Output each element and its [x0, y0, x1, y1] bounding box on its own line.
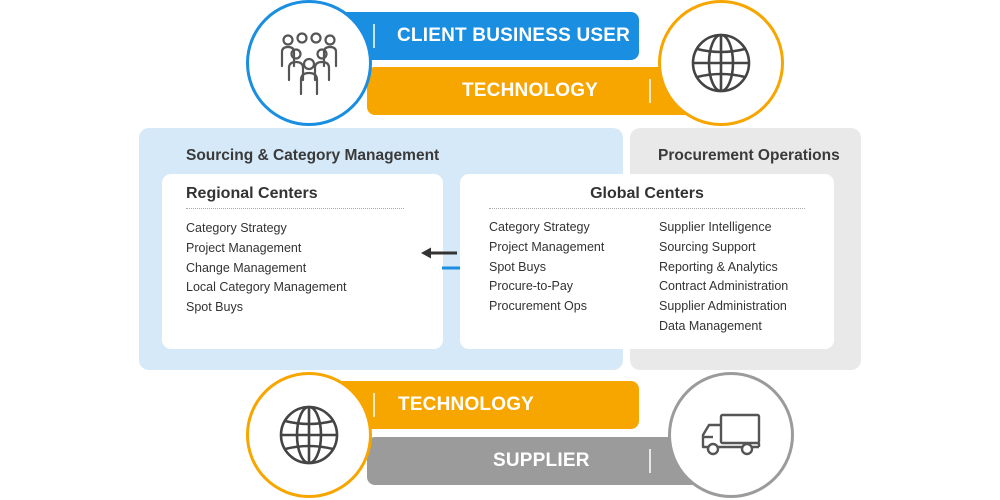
people-group-icon — [280, 32, 338, 96]
list-item: Local Category Management — [186, 280, 347, 295]
list-item: Contract Administration — [659, 279, 789, 294]
list-item: Procurement Ops — [489, 299, 587, 314]
globe-circle-bottom — [246, 372, 372, 498]
regional-centers-title: Regional Centers — [186, 185, 318, 202]
list-item: Reporting & Analytics — [659, 259, 778, 274]
globe-icon — [279, 405, 339, 465]
list-item: Data Management — [659, 318, 762, 333]
banner-divider — [373, 24, 375, 48]
regional-centers-card: Regional Centers Category Strategy Proje… — [162, 174, 443, 349]
global-centers-title: Global Centers — [590, 185, 704, 202]
list-item: Project Management — [186, 240, 302, 255]
list-item: Spot Buys — [489, 259, 546, 274]
technology-top-label: TECHNOLOGY — [462, 80, 599, 101]
operations-panel-title: Procurement Operations — [658, 147, 840, 164]
list-item: Project Management — [489, 239, 605, 254]
list-item: Procure-to-Pay — [489, 279, 574, 294]
regional-centers-list: Category Strategy Project Management Cha… — [186, 219, 347, 318]
list-item: Supplier Administration — [659, 299, 787, 314]
technology-top-banner: TECHNOLOGY — [367, 67, 699, 115]
dotted-divider — [186, 208, 404, 209]
supplier-label: SUPPLIER — [493, 450, 590, 471]
list-item: Spot Buys — [186, 300, 243, 315]
technology-bottom-label: TECHNOLOGY — [398, 394, 535, 415]
client-business-user-label: CLIENT BUSINESS USER — [397, 25, 631, 46]
dotted-divider — [489, 208, 805, 209]
banner-divider — [373, 393, 375, 417]
supplier-banner: SUPPLIER — [367, 437, 699, 485]
arrow-left-icon — [421, 247, 457, 259]
truck-icon — [701, 413, 761, 456]
truck-circle — [668, 372, 794, 498]
globe-circle-top — [658, 0, 784, 126]
list-item: Sourcing Support — [659, 239, 756, 254]
list-item: Change Management — [186, 260, 307, 275]
list-item: Supplier Intelligence — [659, 220, 772, 234]
sourcing-panel-title: Sourcing & Category Management — [186, 147, 440, 164]
people-circle — [246, 0, 372, 126]
banner-divider — [649, 79, 651, 103]
list-item: Category Strategy — [186, 221, 287, 235]
banner-divider — [649, 449, 651, 473]
global-centers-list-right: Supplier Intelligence Sourcing Support R… — [659, 218, 788, 337]
global-centers-card: Global Centers Category Strategy Project… — [460, 174, 834, 349]
globe-icon — [691, 33, 751, 93]
list-item: Category Strategy — [489, 220, 590, 234]
global-centers-list-left: Category Strategy Project Management Spo… — [489, 218, 604, 317]
